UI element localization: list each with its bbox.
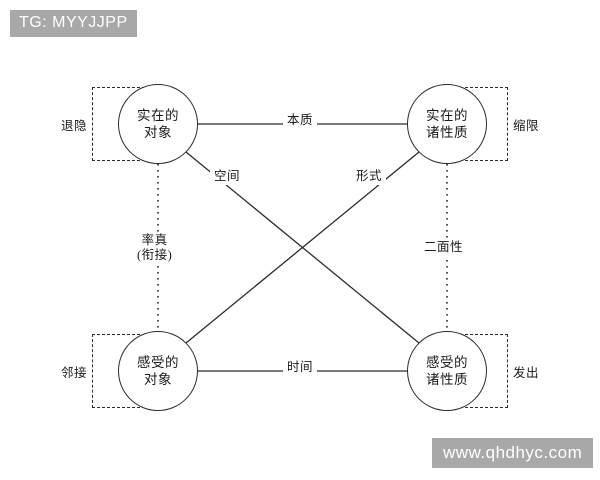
node-sensual-object: 感受的 对象 (118, 331, 198, 411)
node-sensual-object-line1: 感受的 (137, 355, 179, 370)
edge-label-time-text: 时间 (287, 360, 314, 374)
edge-label-form-text: 形式 (356, 169, 383, 183)
node-real-object: 实在的 对象 (118, 84, 198, 164)
edge-label-essence-text: 本质 (287, 113, 314, 127)
watermark-bottom-right: www.qhdhyc.com (432, 438, 594, 468)
bracket-real-qualities: 缩限 (450, 87, 541, 161)
edge-label-sincerity: 率真 (衔接) (133, 232, 177, 264)
bracket-sensual-object: 邻接 (59, 334, 150, 408)
edge-label-duplicity-text: 二面性 (424, 240, 464, 254)
node-real-object-line2: 对象 (144, 125, 172, 140)
bracket-real-object: 退隐 (59, 87, 150, 161)
edge-label-space-text: 空间 (214, 169, 241, 183)
bracket-sensual-qualities: 发出 (450, 334, 541, 408)
node-real-qualities-line1: 实在的 (426, 108, 468, 123)
node-sensual-qualities-line1: 感受的 (426, 355, 468, 370)
edge-label-sincerity-line2: (衔接) (137, 248, 173, 262)
node-real-object-line1: 实在的 (137, 108, 179, 123)
edge-label-sincerity-line1: 率真 (141, 233, 168, 247)
watermark-top-left: TG: MYYJJPP (10, 10, 137, 37)
node-real-qualities: 实在的 诸性质 (407, 84, 487, 164)
bracket-label-contraction: 缩限 (510, 114, 541, 134)
node-sensual-qualities-line2: 诸性质 (426, 372, 468, 387)
edge-label-essence: 本质 (283, 112, 318, 129)
edge-label-form: 形式 (352, 168, 387, 185)
node-real-qualities-line2: 诸性质 (426, 125, 468, 140)
bracket-label-emanation: 发出 (510, 361, 541, 381)
edge-label-time: 时间 (283, 359, 318, 376)
node-sensual-object-line2: 对象 (144, 372, 172, 387)
edge-label-space: 空间 (210, 168, 245, 185)
edge-label-duplicity: 二面性 (420, 239, 468, 256)
node-sensual-qualities: 感受的 诸性质 (407, 331, 487, 411)
bracket-label-contiguity: 邻接 (59, 361, 90, 381)
bracket-label-withdrawal: 退隐 (59, 114, 90, 134)
